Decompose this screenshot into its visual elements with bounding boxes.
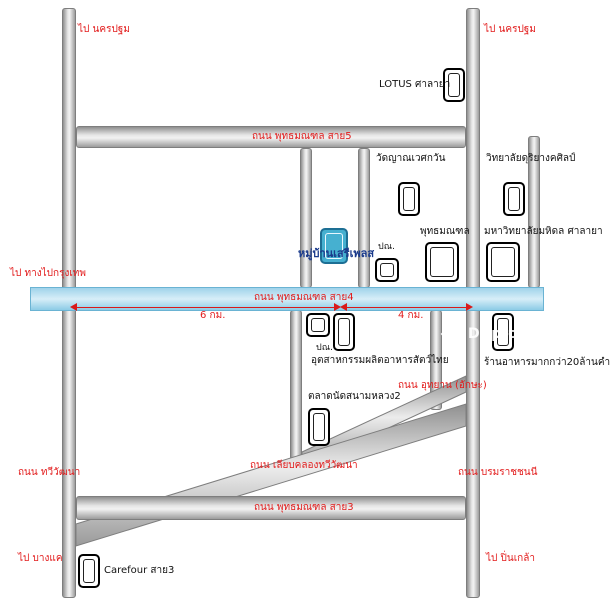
label-wat-yan: วัดญาณเวศกวัน [376, 153, 446, 164]
road-liap-khlong [75, 403, 467, 547]
label-food-institute: อุตสาหกรรมผลิตอาหารสัตว์ไทย [311, 355, 449, 366]
label-road-liap: ถนน เลียบคลองทวีวัฒนา [250, 460, 358, 471]
post-office-bottom-icon [306, 313, 330, 337]
label-shop: ร้านอาหารมากกว่า20ล้านคำ [484, 357, 610, 368]
label-to-nakhon-pathom-right: ไป นครปฐม [484, 24, 536, 35]
post-office-top-icon [375, 258, 399, 282]
market-icon [308, 408, 330, 446]
lotus-icon [443, 68, 465, 102]
college-icon [503, 182, 525, 216]
label-road-borom: ถนน บรมราชชนนี [458, 467, 538, 478]
ddproperty-logo-icon [440, 322, 464, 346]
shop-icon [492, 313, 514, 351]
label-to-pinklao: ไป ปิ่นเกล้า [486, 553, 535, 564]
distance-arrow-left-start [70, 303, 77, 311]
road-line5 [76, 126, 466, 148]
label-to-bang-khae: ไป บางแค [18, 553, 63, 564]
food-institute-icon [333, 313, 355, 351]
label-lotus: LOTUS ศาลายา [379, 79, 451, 90]
label-road-line4: ถนน พุทธมณฑล สาย4 [254, 292, 354, 303]
carefour-icon [78, 554, 100, 588]
phutthamonthon-icon [425, 242, 459, 282]
label-to-nakhon-pathom-left: ไป นครปฐม [78, 24, 130, 35]
road-line3 [76, 496, 466, 520]
watermark-text: DDproperty [468, 326, 561, 342]
distance-arrow-left-end [334, 303, 341, 311]
label-post-office-top: ปณ. [378, 242, 395, 252]
project-icon [320, 228, 348, 264]
label-market: ตลาดนัดสนามหลวง2 [308, 391, 401, 402]
label-road-line5: ถนน พุทธมณฑล สาย5 [252, 131, 352, 142]
distance-arrow-right-end [466, 303, 473, 311]
label-post-office-bottom: ปณ. [316, 343, 333, 353]
label-carefour: Carefour สาย3 [104, 565, 175, 576]
distance-line-left [74, 307, 338, 308]
label-road-line3: ถนน พุทธมณฑล สาย3 [254, 502, 354, 513]
label-road-thawi: ถนน ทวีวัฒนา [18, 467, 81, 478]
distance-arrow-right-start [340, 303, 347, 311]
label-to-bangkok: ไป ทางไปกรุงเทพ [10, 268, 86, 279]
mahidol-icon [486, 242, 520, 282]
label-distance-right: 4 กม. [398, 310, 424, 321]
label-mahidol: มหาวิทยาลัยมหิดล ศาลายา [484, 226, 603, 237]
wat-yan-icon [398, 182, 420, 216]
label-project: หมู่บ้านเสรีเพลส [298, 247, 375, 260]
label-college: วิทยาลัยดุริยางคศิลป์ [486, 153, 576, 164]
label-distance-left: 6 กม. [200, 310, 226, 321]
distance-line-right [346, 307, 468, 308]
label-phutthamonthon: พุทธมณฑล [420, 226, 470, 237]
label-road-utthayan: ถนน อุทยาน (อักษะ) [398, 380, 487, 391]
